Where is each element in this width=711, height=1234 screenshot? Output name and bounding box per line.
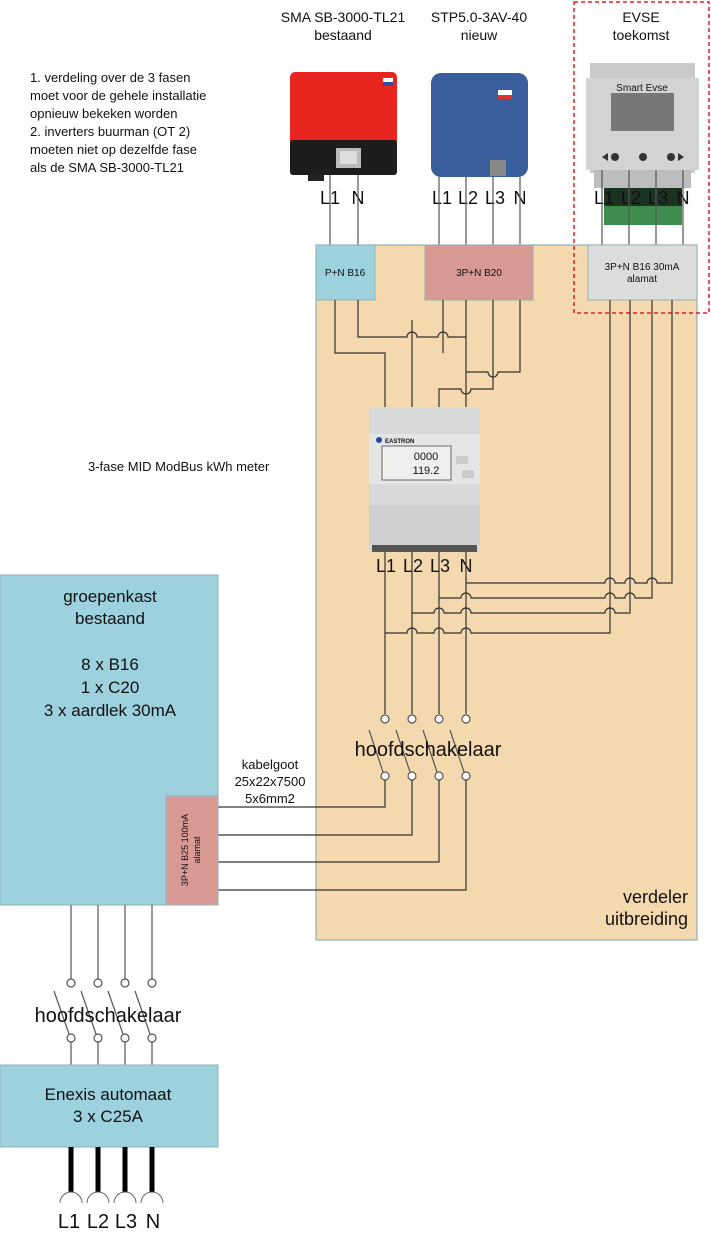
top-terminal-labels: L1 N L1 L2 L3 N L1 L2 L3 N	[320, 188, 690, 208]
inverter-wires	[329, 170, 684, 245]
future-evse-frame	[573, 1, 710, 314]
enexis-label-1: Enexis automaat	[45, 1085, 172, 1104]
verdeler-label-1: verdeler	[623, 887, 688, 907]
evse-brand: Smart Evse	[616, 83, 668, 94]
verdeler-label-2: uitbreiding	[605, 909, 688, 929]
verdeler-uitbreiding-box	[315, 244, 698, 941]
meter-display-top: 0000	[414, 451, 438, 463]
evse-terminal: L2	[621, 188, 641, 208]
meter-display-bottom: 119.2	[413, 465, 440, 477]
groepenkast-label: 1 x C20	[81, 678, 140, 697]
note-line: moet voor de gehele installatie	[30, 88, 206, 103]
lower-wires	[70, 905, 153, 1065]
groepenkast-label: groepenkast	[63, 587, 157, 606]
cable-label-1: kabelgoot	[242, 757, 299, 772]
meter-terminal: L2	[403, 556, 423, 576]
meter-brand: EASTRON	[385, 439, 414, 445]
evse-subtitle: toekomst	[613, 27, 670, 43]
main-switch-upper	[368, 714, 471, 781]
note-line: opnieuw bekeken worden	[30, 106, 177, 121]
supply-terminal: L3	[115, 1211, 137, 1233]
evse-terminal: L3	[648, 188, 668, 208]
stp-subtitle: nieuw	[461, 27, 498, 43]
note-line: als de SMA SB-3000-TL21	[30, 160, 184, 175]
breaker-evse	[587, 244, 698, 301]
groepenkast-label: 3 x aardlek 30mA	[44, 701, 177, 720]
stp-terminal: L2	[458, 188, 478, 208]
main-switch-lower-label: hoofdschakelaar	[35, 1005, 182, 1027]
switch-to-b25-wires	[218, 780, 467, 891]
main-switch-lower	[53, 978, 157, 1043]
notes: 1. verdeling over de 3 fasen moet voor d…	[30, 70, 206, 175]
main-switch-upper-label: hoofdschakelaar	[355, 739, 502, 761]
note-line: 1. verdeling over de 3 fasen	[30, 70, 190, 85]
enexis-label-2: 3 x C25A	[73, 1107, 144, 1126]
stp-terminal: L1	[432, 188, 452, 208]
stp-terminal: L3	[485, 188, 505, 208]
stp-inverter-image	[431, 73, 528, 177]
evse-device-image: Smart Evse	[586, 63, 699, 225]
breaker-evse-label-1: 3P+N B16 30mA	[605, 262, 680, 273]
meter-terminal: L3	[430, 556, 450, 576]
cable-label-2: 25x22x7500	[235, 774, 306, 789]
supply-terminal: L1	[58, 1211, 80, 1233]
breaker-3pn-b20-label: 3P+N B20	[456, 268, 502, 279]
supply-terminal-labels: L1 L2 L3 N	[58, 1211, 160, 1233]
cable-label-3: 5x6mm2	[245, 791, 295, 806]
stp-title: STP5.0-3AV-40	[431, 9, 527, 25]
note-line: 2. inverters buurman (OT 2)	[30, 124, 190, 139]
breaker-pn-b16	[315, 244, 376, 301]
meter-label: 3-fase MID ModBus kWh meter	[88, 459, 270, 474]
meter-terminal-labels: L1 L2 L3 N	[376, 556, 473, 576]
sma-subtitle: bestaand	[314, 27, 372, 43]
meter-to-switch-wires	[384, 300, 673, 714]
groepenkast-label: 8 x B16	[81, 655, 139, 674]
breaker-b25-label-1: 3P+N B25 100mA	[180, 814, 190, 886]
breaker-b25-label-2: alamat	[192, 836, 202, 864]
evse-terminal: L1	[594, 188, 614, 208]
enexis-box	[0, 1064, 219, 1148]
sma-inverter-image	[290, 72, 397, 181]
evse-title: EVSE	[622, 9, 659, 25]
breaker-3pn-b25	[165, 795, 219, 906]
meter-terminal: L1	[376, 556, 396, 576]
breaker-3pn-b20	[424, 244, 534, 301]
kwh-meter-image: EASTRON 0000 119.2	[369, 407, 480, 552]
supply-terminal: L2	[87, 1211, 109, 1233]
sma-title: SMA SB-3000-TL21	[281, 9, 406, 25]
breaker-pn-b16-label: P+N B16	[325, 268, 366, 279]
breaker-evse-label-2: alamat	[627, 274, 657, 285]
note-line: moeten niet op dezelfde fase	[30, 142, 197, 157]
groepenkast-label: bestaand	[75, 609, 145, 628]
supply-terminal: N	[146, 1211, 160, 1233]
supply-cables	[59, 1147, 164, 1204]
breaker-to-meter-wires	[334, 300, 521, 407]
